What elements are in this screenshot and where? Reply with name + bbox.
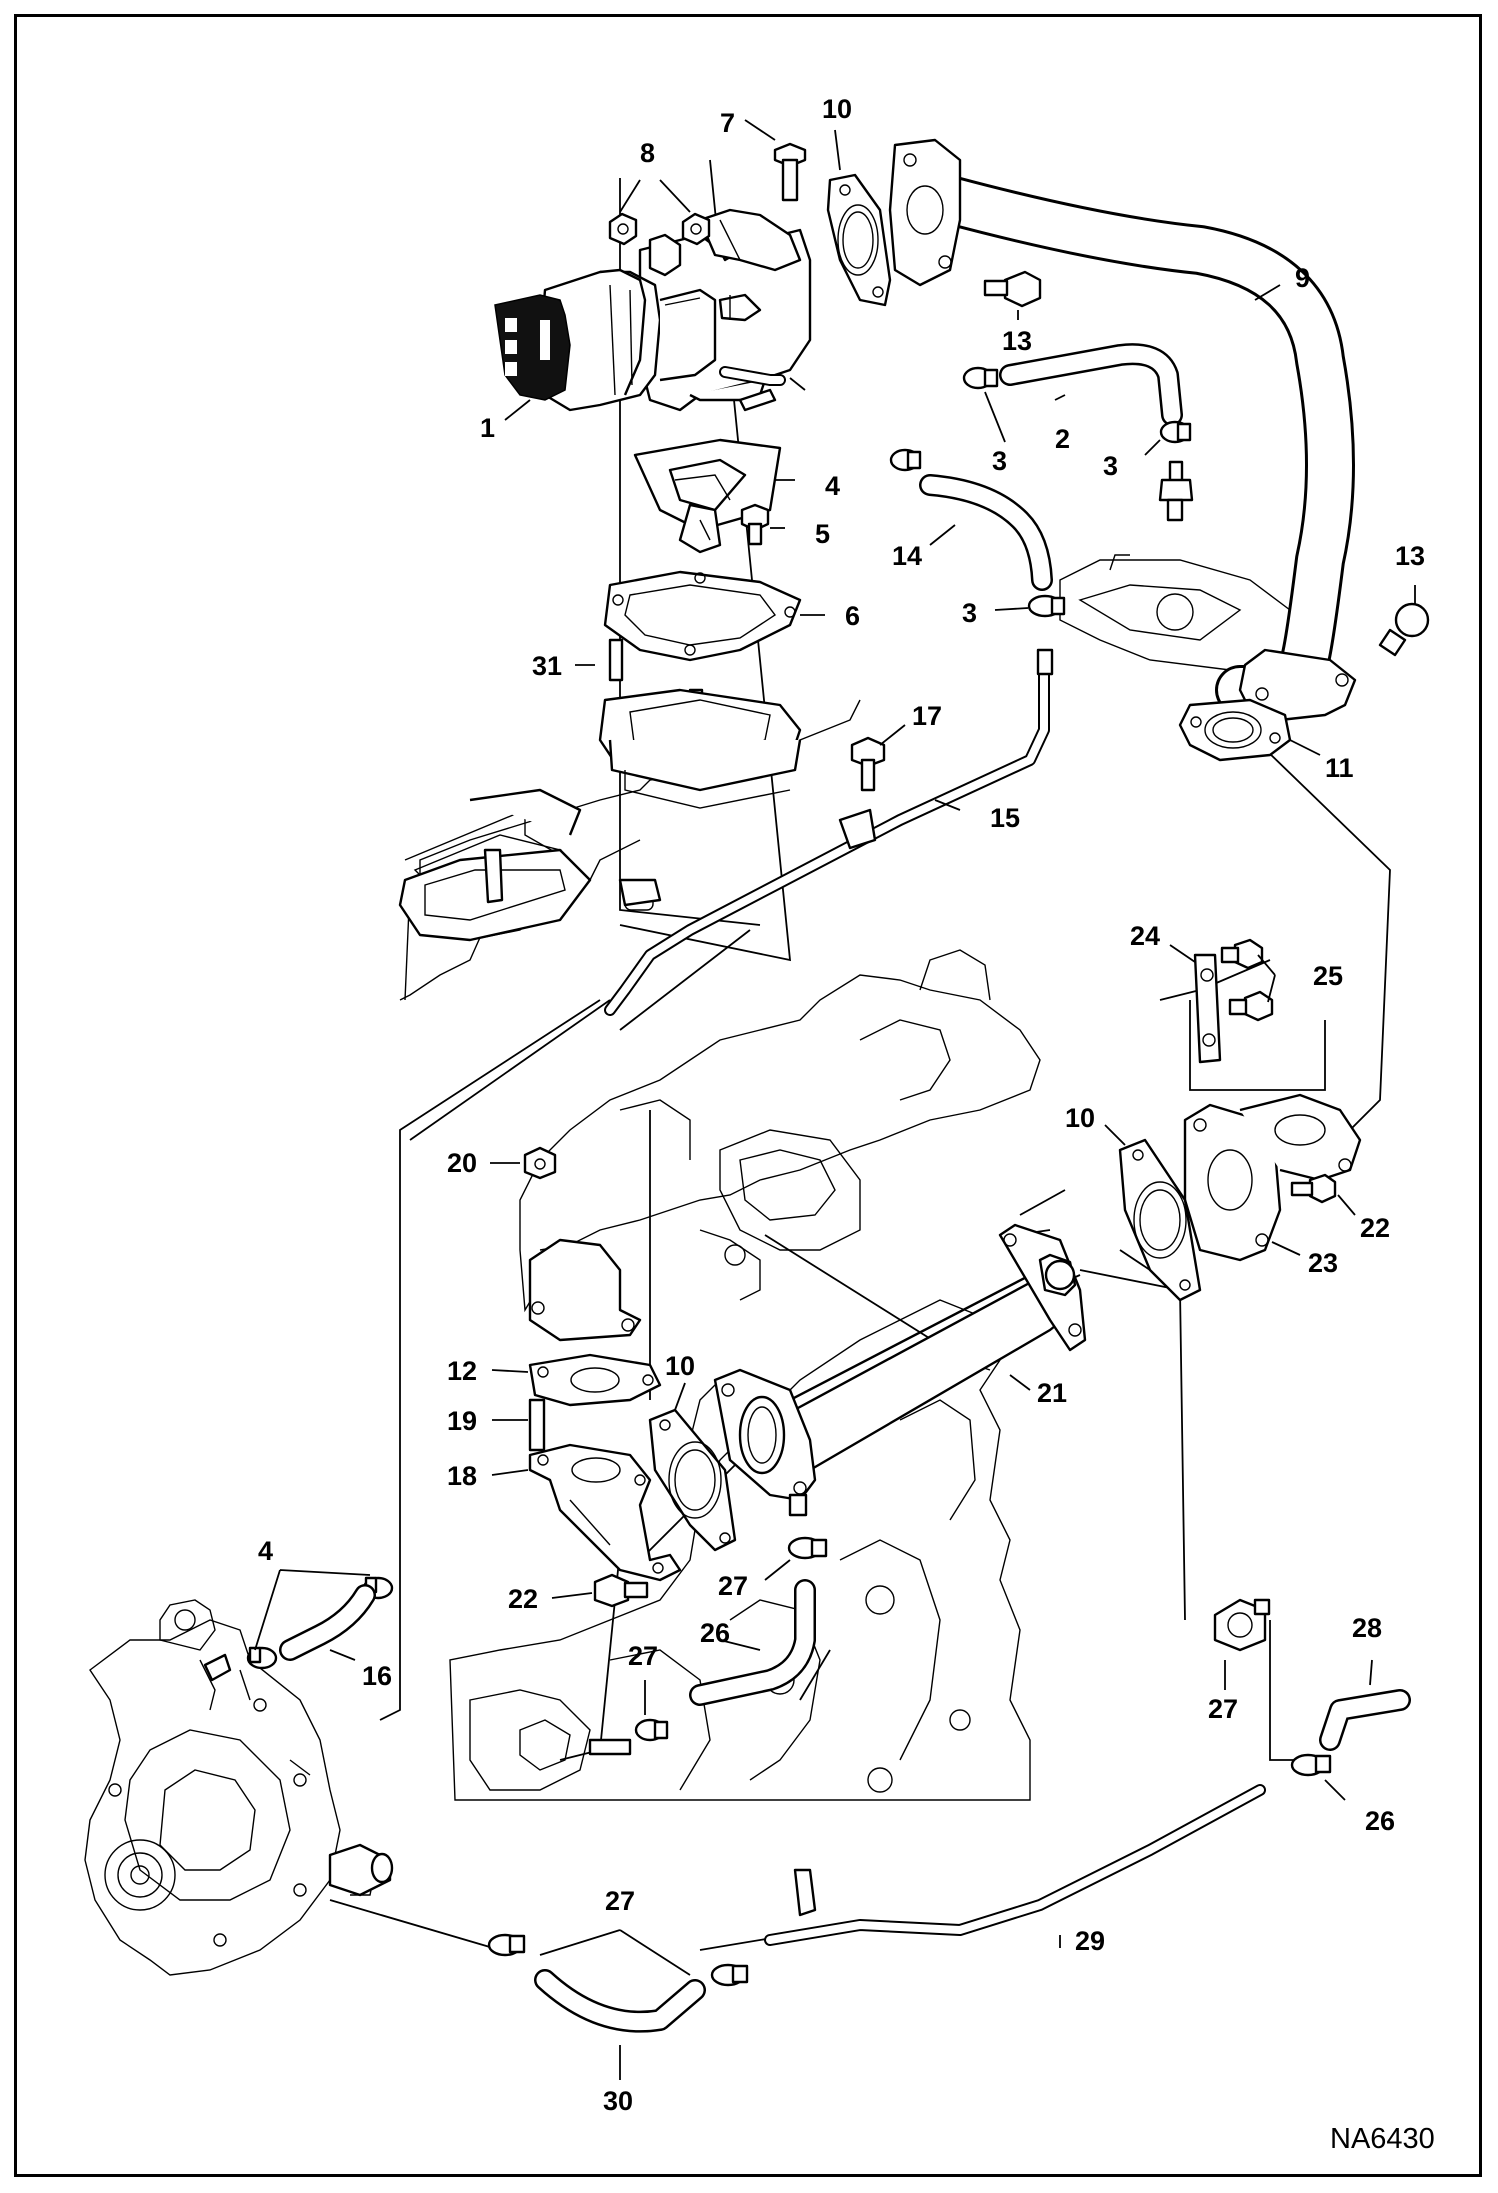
gasket-10-lower — [648, 1408, 737, 1552]
callout-15: 15 — [990, 803, 1020, 833]
callout-29: 29 — [1075, 1926, 1105, 1956]
tube-15 — [604, 648, 1054, 1016]
bolt-22-right — [1290, 1173, 1337, 1204]
pipe-29 — [764, 1784, 1266, 1946]
hose-26 — [689, 1579, 816, 1706]
gasket-12 — [528, 1353, 662, 1407]
callout-28: 28 — [1352, 1613, 1382, 1643]
callout-10-middle: 10 — [1065, 1103, 1095, 1133]
callout-20: 20 — [447, 1148, 477, 1178]
figure-code: NA6430 — [1330, 2123, 1435, 2155]
callout-23: 23 — [1308, 1248, 1338, 1278]
callout-4-adapter: 4 — [825, 471, 840, 501]
bolts-25 — [1220, 938, 1274, 1022]
stud-19 — [528, 1398, 546, 1452]
callout-leaders — [254, 119, 1416, 2080]
bolt-17 — [850, 736, 886, 792]
callout-22-right: 22 — [1360, 1213, 1390, 1243]
bolt-7 — [773, 142, 807, 202]
callout-5: 5 — [815, 519, 830, 549]
callout-25: 25 — [1313, 961, 1343, 991]
callout-9: 9 — [1295, 263, 1310, 293]
callout-27-bottom: 27 — [605, 1886, 635, 1916]
gasket-10-middle — [1118, 1138, 1202, 1302]
callout-22-left: 22 — [508, 1584, 538, 1614]
gasket-6 — [603, 570, 802, 662]
callout-11: 11 — [1325, 753, 1354, 783]
callout-labels: 7 10 8 9 13 1 2 3 3 4 5 14 13 3 6 31 17 … — [258, 94, 1425, 2116]
bolt-13-top — [983, 270, 1042, 308]
adapter-4 — [633, 438, 782, 554]
callout-18: 18 — [447, 1461, 477, 1491]
callout-2: 2 — [1055, 424, 1070, 454]
callout-12: 12 — [447, 1356, 477, 1386]
callout-31: 31 — [532, 651, 562, 681]
elbow-18 — [528, 1443, 682, 1582]
egr-pipe-9 — [888, 138, 1357, 722]
nut-20 — [523, 1146, 557, 1180]
callout-21: 21 — [1037, 1378, 1067, 1408]
callout-3-lower: 3 — [962, 598, 977, 628]
clamps-4 — [246, 1576, 394, 1670]
callout-27-cooler: 27 — [718, 1571, 748, 1601]
callout-6: 6 — [845, 601, 860, 631]
callout-17: 17 — [912, 701, 942, 731]
callout-8: 8 — [640, 138, 655, 168]
elbow-23 — [1183, 1093, 1362, 1262]
gasket-11 — [1178, 698, 1292, 762]
egr-cooler-21 — [713, 1223, 1087, 1517]
hose-30 — [534, 1969, 706, 2033]
callout-3-right: 3 — [1103, 451, 1118, 481]
hose-14 — [919, 474, 1053, 591]
clamp-27-right — [1213, 1598, 1271, 1652]
callout-27-block: 27 — [628, 1641, 658, 1671]
callout-13-top: 13 — [1002, 326, 1032, 356]
bolt-13-right — [1378, 602, 1430, 657]
diagram-border — [14, 14, 1482, 2177]
callout-26-hose: 26 — [700, 1618, 730, 1648]
callout-4-clamps: 4 — [258, 1536, 273, 1566]
callout-3-upper: 3 — [992, 446, 1007, 476]
bolt-22-left — [593, 1573, 649, 1608]
callout-16: 16 — [362, 1661, 392, 1691]
hose-fitting — [1158, 460, 1194, 522]
callout-10-lower: 10 — [665, 1351, 695, 1381]
callout-7: 7 — [720, 108, 735, 138]
egr-valve-1 — [494, 208, 812, 412]
hose-2 — [999, 343, 1183, 426]
clamp-27-block — [588, 1718, 669, 1756]
callout-27-right: 27 — [1208, 1694, 1238, 1724]
bracket-24 — [1193, 953, 1222, 1064]
clamp-27-cooler — [787, 1536, 828, 1560]
exhaust-port — [528, 1238, 642, 1342]
clamps-27-bottom — [487, 1933, 749, 1987]
callout-19: 19 — [447, 1406, 477, 1436]
hose-16 — [279, 1584, 376, 1661]
intake-flange — [398, 688, 802, 942]
hose-28 — [1319, 1689, 1411, 1751]
clamps-3 — [889, 366, 1192, 618]
callout-14: 14 — [892, 541, 922, 571]
callout-24: 24 — [1130, 921, 1160, 951]
clamp-26 — [1290, 1753, 1332, 1777]
bolt-5 — [740, 503, 770, 546]
callout-30: 30 — [603, 2086, 633, 2116]
gasket-10-top — [826, 173, 892, 307]
nuts-8 — [608, 212, 711, 246]
callout-1: 1 — [480, 413, 495, 443]
callout-10-top: 10 — [822, 94, 852, 124]
callout-13-right: 13 — [1395, 541, 1425, 571]
callout-26-clamp: 26 — [1365, 1806, 1395, 1836]
